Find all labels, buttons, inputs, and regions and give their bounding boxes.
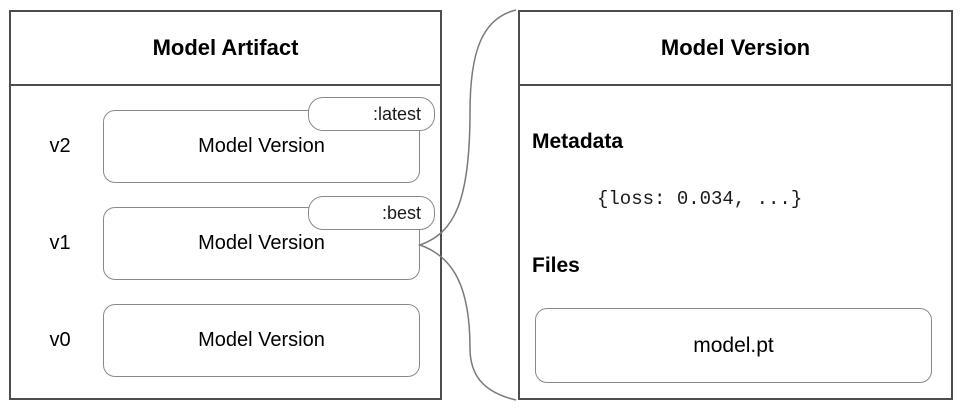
model-version-title: Model Version xyxy=(520,12,951,86)
files-heading: Files xyxy=(532,254,580,277)
model-artifact-title: Model Artifact xyxy=(11,12,440,86)
version-label-v0: v0 xyxy=(49,329,71,351)
version-label-v1: v1 xyxy=(49,232,71,254)
file-box-model-pt: model.pt xyxy=(535,308,932,383)
tag-best: :best xyxy=(308,196,435,230)
model-version-box-v0: Model Version xyxy=(103,304,420,377)
metadata-value: {loss: 0.034, ...} xyxy=(597,188,803,210)
tag-latest: :latest xyxy=(308,97,435,131)
metadata-heading: Metadata xyxy=(532,130,624,153)
version-label-v2: v2 xyxy=(49,135,71,157)
